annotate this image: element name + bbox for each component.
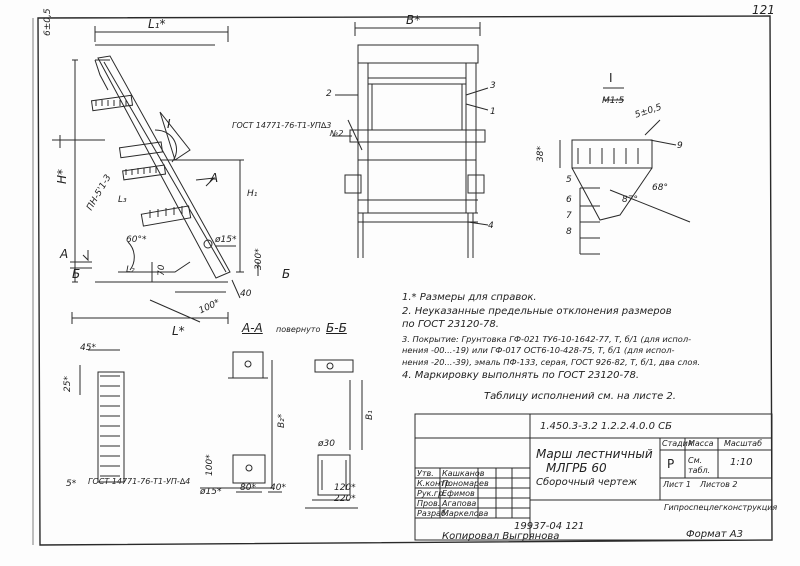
sec-100: 100* (205, 454, 215, 476)
note-line: нения -00...-19) или ГФ-017 ОСТ6-10-428-… (402, 345, 675, 356)
name-3: Ефимов (442, 489, 475, 498)
label-H1: H₁ (247, 189, 258, 199)
stage-value: Р (667, 457, 675, 471)
note-line: 1.* Размеры для справок. (402, 292, 537, 303)
title-block-lines (414, 413, 773, 541)
org-value: Гипроспецлегконструкция (664, 503, 778, 512)
detail-I (559, 87, 691, 255)
detail-7: 7 (566, 211, 572, 221)
detail-38: 38* (536, 146, 546, 162)
gost-section: ГОСТ 14771-76-Т1-УП-∆4 (88, 477, 191, 486)
note-line: 4. Маркировку выполнять по ГОСТ 23120-78… (402, 369, 640, 381)
role-5: Разраб. (417, 509, 449, 518)
note-line: 3. Покрытие: Грунтовка ГФ-021 ТУ6-10-164… (402, 334, 692, 344)
callout-4: 4 (488, 221, 494, 231)
front-view (332, 22, 489, 258)
callout-no2: №2 (330, 129, 344, 138)
side-view (52, 26, 259, 324)
detail-9: 9 (677, 141, 683, 151)
frame-border (37, 15, 773, 546)
note-line: нения -20...-39), эмаль ПФ-133, серая, Г… (402, 356, 701, 367)
note-line: 2. Неуказанные предельные отклонения раз… (402, 306, 672, 317)
detail-87: 87° (622, 195, 638, 205)
callout-3: 3 (490, 81, 496, 91)
name-line1: Марш лестничный (536, 447, 653, 461)
note-line: по ГОСТ 23120-78. (402, 319, 499, 330)
head-mass: Масса (688, 439, 714, 448)
arrow-B-left: Б (72, 267, 81, 281)
role-2: К.контр. (417, 479, 453, 488)
section-A-A (79, 349, 282, 493)
name-5: Маркелова (442, 509, 489, 518)
view-AA: A-A (242, 321, 263, 335)
arrow-A-bottom: A (60, 247, 69, 261)
mass-value: См. табл. (688, 456, 711, 475)
sec-220: 220* (334, 494, 356, 504)
sec-45: 45* (80, 343, 96, 353)
detail-5: 5 (566, 175, 572, 185)
role-3: Рук.гр. (417, 489, 446, 498)
label-300: 300* (254, 248, 264, 270)
callout-1: 1 (490, 107, 496, 117)
sec-d30: ø30 (318, 439, 335, 449)
name-1: Кашканов (442, 469, 485, 478)
sec-120: 120* (334, 483, 356, 493)
page-number: 121 (752, 3, 775, 17)
label-60: 60°* (126, 235, 147, 245)
sec-B2: B₂* (277, 413, 287, 428)
format-label: Формат A3 (686, 529, 743, 540)
arrow-A-top: A (210, 171, 219, 185)
head-scale: Масштаб (724, 439, 763, 448)
section-B-B (305, 359, 363, 509)
callout-2: 2 (326, 89, 332, 99)
name-4: Агапова (442, 499, 477, 508)
detail-8: 8 (566, 227, 572, 237)
doc-code: 1.450.3-3.2 1.2.2.4.0.0 СБ (540, 421, 672, 432)
name-2: Пономарев (442, 479, 489, 488)
sheets-value: Листов 2 (700, 480, 738, 489)
head-stage: Стадия (662, 439, 693, 448)
view-BB: Б-Б (326, 321, 347, 335)
label-d15: ø15* (215, 235, 237, 245)
copied-by: Копировал Выгрянова (442, 531, 560, 542)
gost-front: ГОСТ 14771-76-Т1-УП∆3 (232, 121, 332, 130)
scale-value: 1:10 (730, 457, 753, 468)
sec-5: 5* (66, 479, 77, 489)
label-L3: L₃ (118, 195, 127, 205)
table-note: Таблицу исполнений см. на листе 2. (484, 391, 676, 402)
label-L1: L₁* (148, 17, 166, 31)
name-line3: Сборочный чертеж (536, 477, 638, 488)
sec-B1: B₁ (365, 410, 375, 420)
sec-25: 25* (63, 376, 73, 392)
label-H: H* (55, 168, 69, 184)
label-L2: L₂ (126, 265, 135, 275)
name-line2: МЛГРБ 60 (546, 461, 607, 475)
label-40: 40 (240, 289, 252, 299)
sheet-value: Лист 1 (663, 480, 691, 489)
arrow-B-right: Б (282, 267, 291, 281)
view-AA-note: повернуто (276, 325, 321, 334)
label-6: 6±0,5 (43, 8, 53, 36)
notes-block: 1.* Размеры для справок. 2. Неуказанные … (402, 293, 772, 381)
sec-80: 80* (240, 483, 256, 493)
detail-68: 68° (652, 183, 668, 193)
label-L: L* (172, 324, 185, 338)
role-1: Утв. (417, 469, 434, 478)
detail-scale: M1:5 (602, 96, 625, 106)
label-section-I: I (167, 117, 171, 131)
inventory-number: 19937-04 121 (514, 521, 585, 532)
role-4: Пров. (417, 499, 441, 508)
sec-d15: ø15* (200, 487, 222, 497)
sec-40: 40* (270, 483, 286, 493)
detail-I-title: I (609, 71, 613, 85)
label-70: 70 (157, 264, 167, 276)
label-B: B* (406, 13, 421, 27)
detail-6: 6 (566, 195, 572, 205)
